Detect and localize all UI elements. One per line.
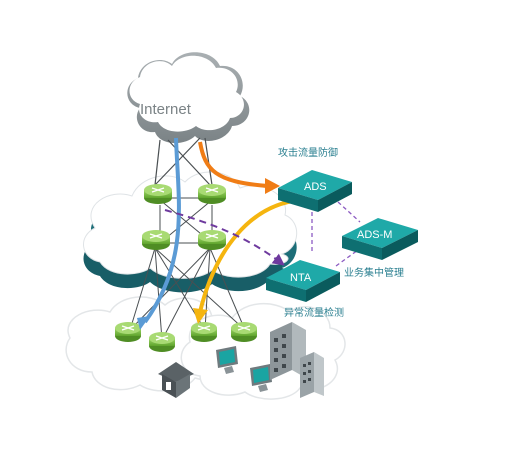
building-icon xyxy=(270,322,324,398)
router-icon xyxy=(231,322,257,342)
blue-arrowhead xyxy=(137,316,150,330)
ads-device: ADS xyxy=(278,170,352,212)
router-icon xyxy=(149,332,175,352)
attack-defense-label: 攻击流量防御 xyxy=(278,146,338,159)
core-cloud xyxy=(83,171,298,293)
ads-label: ADS xyxy=(304,181,327,193)
ads-m-device: ADS-M xyxy=(342,218,418,260)
management-links xyxy=(311,201,361,267)
house-icon xyxy=(158,362,194,398)
router-icon xyxy=(142,230,170,250)
nta-label: NTA xyxy=(290,272,312,284)
router-icon xyxy=(191,322,217,342)
yellow-flow-arrow xyxy=(198,198,301,313)
internet-label: Internet xyxy=(140,101,192,118)
nta-device: NTA xyxy=(266,260,340,302)
ads-m-label: ADS-M xyxy=(357,229,392,241)
router-icon xyxy=(144,184,172,204)
yellow-arrowhead xyxy=(193,308,208,324)
monitor-icon xyxy=(250,364,272,392)
anomaly-detection-label: 异常流量检测 xyxy=(284,306,344,319)
purple-dashed-flow xyxy=(164,209,285,266)
business-management-label: 业务集中管理 xyxy=(344,266,404,279)
orange-flow-arrow xyxy=(198,141,269,188)
orange-arrowhead xyxy=(265,178,280,194)
router-icon xyxy=(115,322,141,342)
monitor-icon xyxy=(216,346,238,374)
router-icon xyxy=(198,184,226,204)
blue-flow-arrow xyxy=(143,137,181,324)
internet-cloud-icon: Internet xyxy=(127,52,250,144)
router-icon xyxy=(198,230,226,250)
mesh-lines xyxy=(129,197,246,341)
